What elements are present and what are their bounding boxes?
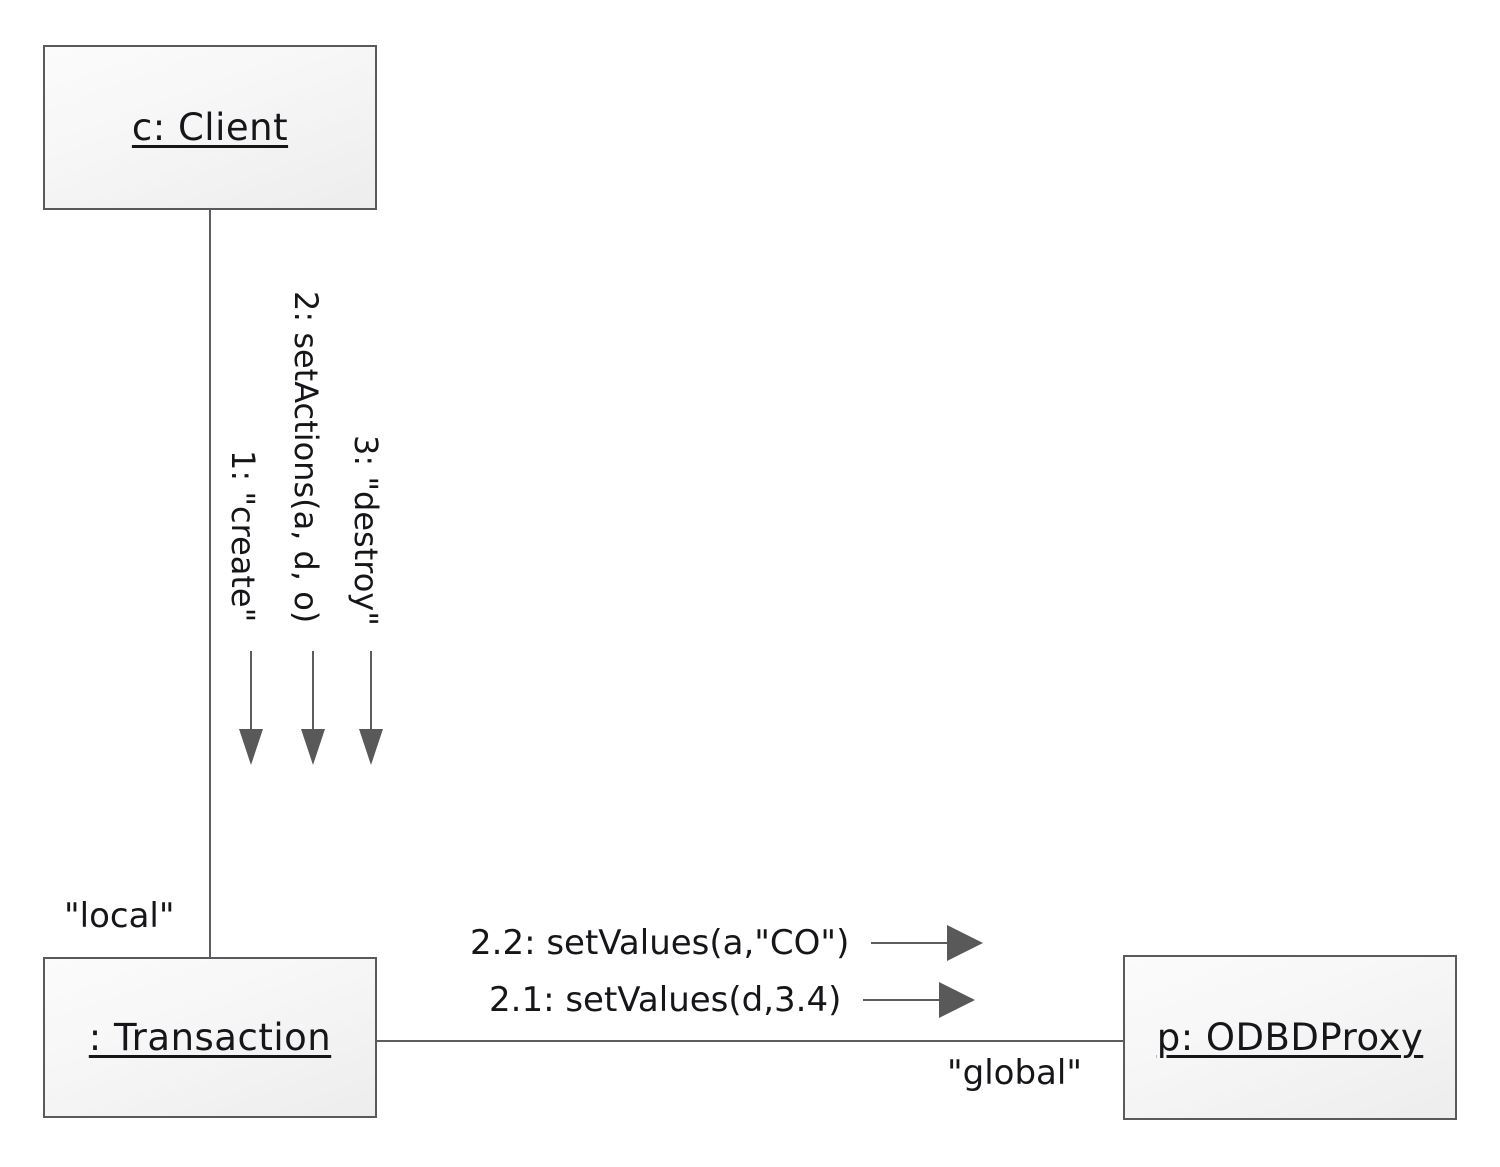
link-stereotype-local: "local"	[64, 896, 175, 936]
arrow-shaft	[871, 942, 950, 944]
message-label-2-2-setvalues: 2.2: setValues(a,"CO")	[470, 923, 850, 963]
message-arrow-2-2-icon	[871, 925, 984, 961]
message-label-3-destroy: 3: "destroy"	[347, 435, 385, 626]
object-box-odbdproxy[interactable]: p: ODBDProxy	[1123, 955, 1457, 1120]
message-arrow-1-create-icon	[239, 651, 263, 765]
object-label-transaction: : Transaction	[88, 1016, 332, 1059]
object-box-client[interactable]: c: Client	[43, 45, 377, 210]
message-label-1-create: 1: "create"	[224, 450, 262, 623]
arrow-shaft	[250, 651, 252, 729]
message-arrow-2-1-icon	[863, 982, 976, 1018]
arrow-head-right-icon	[947, 925, 984, 961]
object-box-transaction[interactable]: : Transaction	[43, 957, 377, 1118]
link-client-transaction[interactable]	[209, 210, 211, 958]
arrow-head-down-icon	[239, 729, 263, 765]
arrow-shaft	[370, 651, 372, 729]
message-label-2-setactions: 2: setActions(a, d, o)	[287, 291, 325, 624]
link-stereotype-global: "global"	[947, 1053, 1082, 1093]
message-arrow-3-destroy-icon	[359, 651, 383, 765]
arrow-shaft	[312, 651, 314, 729]
object-label-client: c: Client	[131, 106, 289, 149]
message-row-2-2: 2.2: setValues(a,"CO")	[470, 923, 984, 963]
arrow-head-down-icon	[359, 729, 383, 765]
object-label-odbdproxy: p: ODBDProxy	[1156, 1016, 1424, 1059]
message-row-2-1: 2.1: setValues(d,3.4)	[489, 980, 976, 1020]
arrow-shaft	[863, 999, 942, 1001]
arrow-head-right-icon	[939, 982, 976, 1018]
message-label-2-1-setvalues: 2.1: setValues(d,3.4)	[489, 980, 842, 1020]
message-arrow-2-setactions-icon	[301, 651, 325, 765]
link-transaction-proxy[interactable]	[377, 1040, 1124, 1042]
arrow-head-down-icon	[301, 729, 325, 765]
